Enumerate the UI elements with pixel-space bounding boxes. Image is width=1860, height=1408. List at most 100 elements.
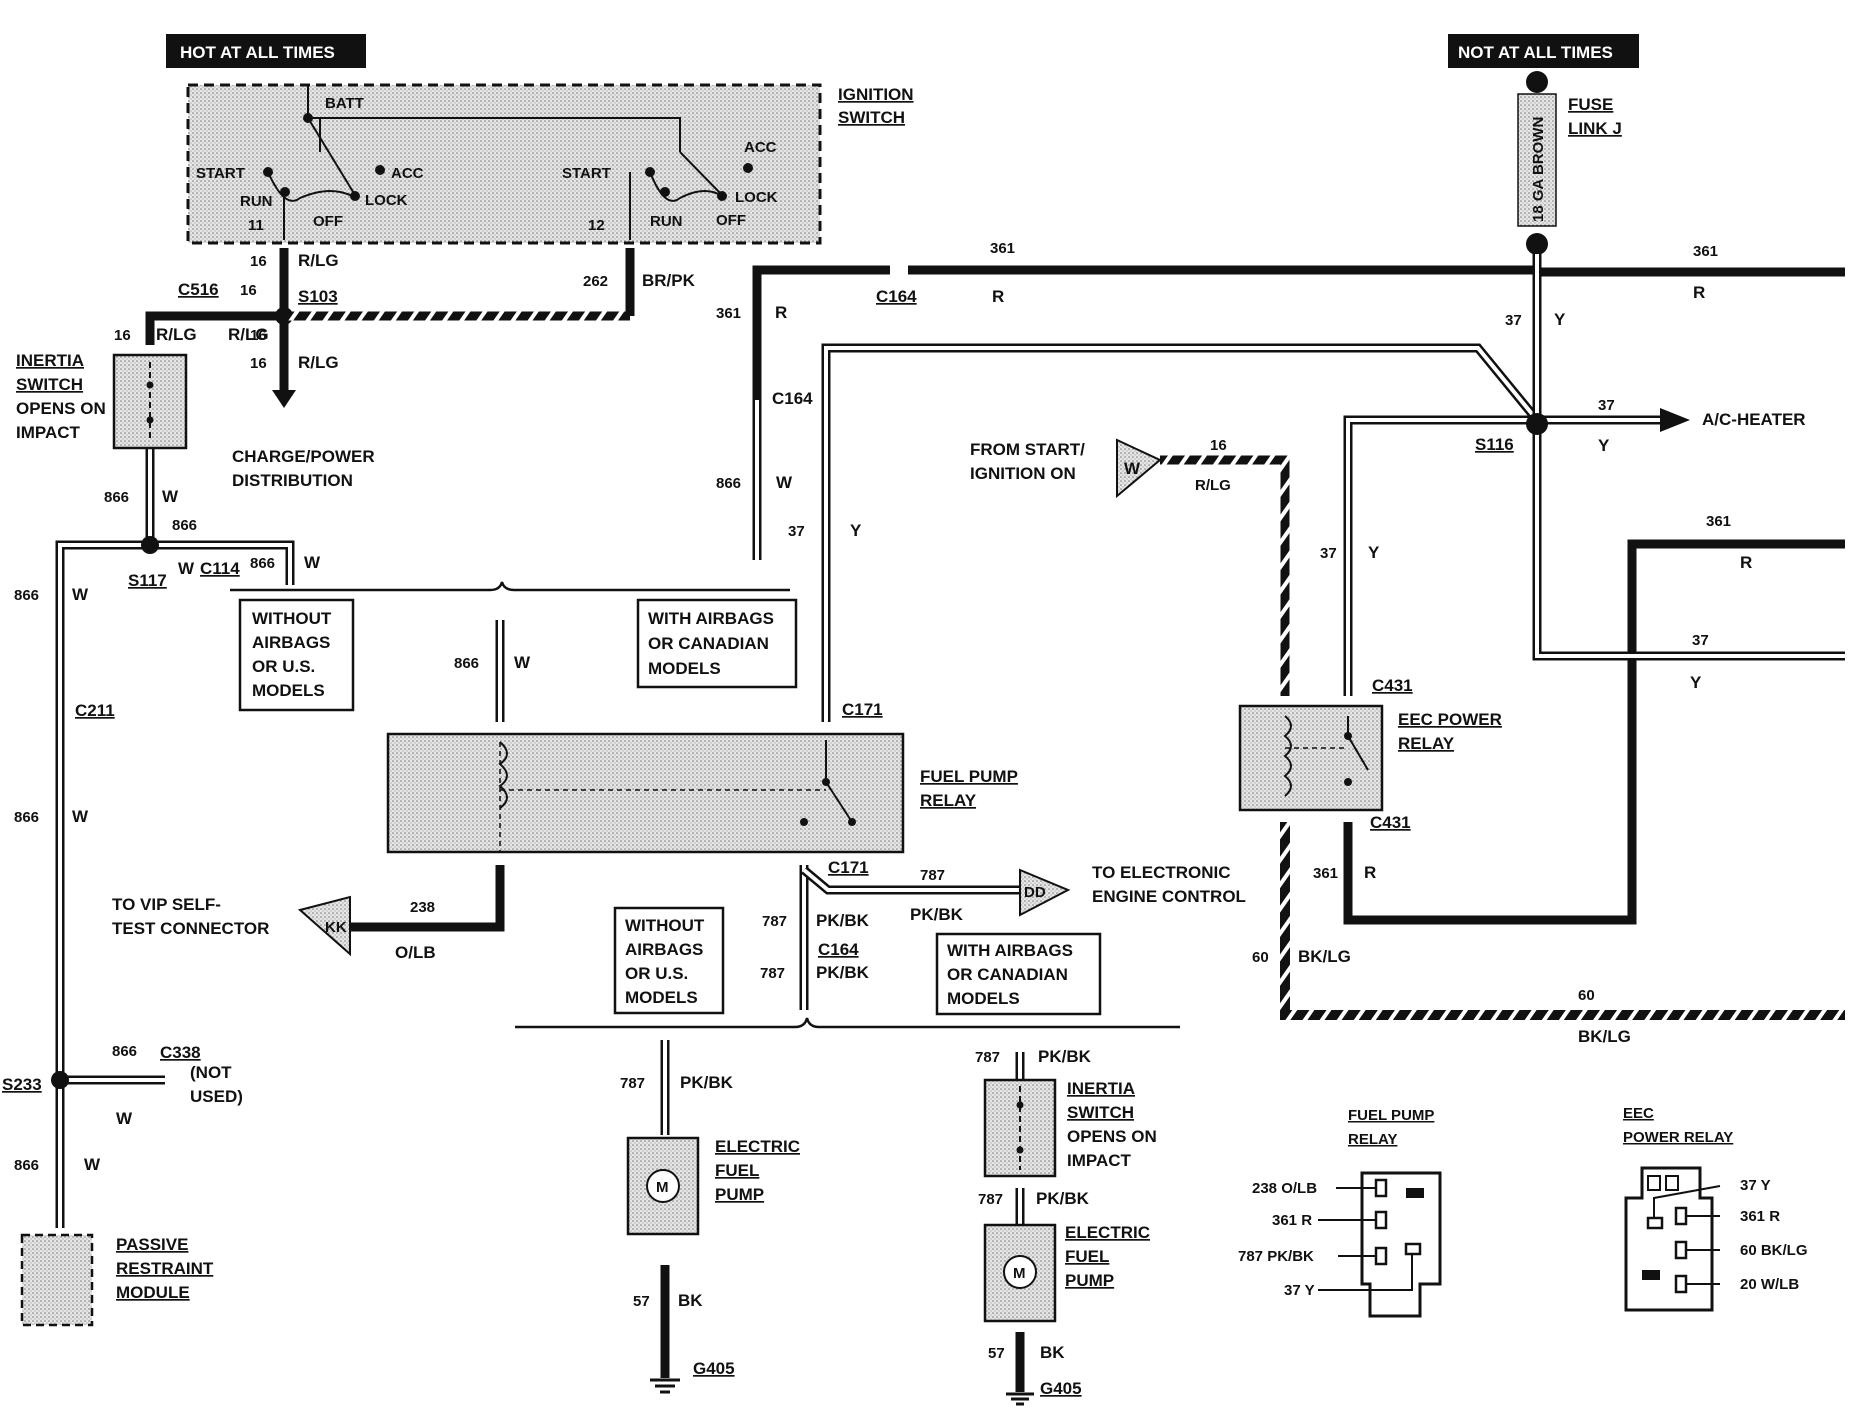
svg-text:W: W [162,487,179,506]
charge-power-label-1: CHARGE/POWER [232,447,375,466]
svg-text:LOCK: LOCK [735,189,778,206]
svg-text:W: W [776,473,793,492]
ignition-switch-label-1: IGNITION [838,85,914,104]
vip-connector-arrow: KK [297,895,351,957]
svg-text:WITHOUT: WITHOUT [252,609,332,628]
svg-text:37: 37 [1692,632,1709,649]
fuel-pump-2-label-1: ELECTRIC [1065,1223,1150,1242]
svg-text:787: 787 [620,1075,645,1092]
svg-text:OFF: OFF [313,213,343,230]
svg-text:LOCK: LOCK [365,192,408,209]
svg-text:BK: BK [1040,1343,1065,1362]
svg-text:Y: Y [1368,543,1380,562]
svg-text:S117: S117 [128,571,167,590]
svg-text:START: START [562,165,611,182]
pinout-fuel-pump-relay: FUEL PUMP RELAY 238 O/LB 361 R 787 PK/BK… [1238,1107,1442,1318]
svg-text:Y: Y [1690,673,1702,692]
inertia-switch-2-label-4: IMPACT [1067,1151,1132,1170]
svg-text:RUN: RUN [240,193,273,210]
svg-text:C211: C211 [75,701,115,720]
svg-text:DD: DD [1024,884,1046,901]
svg-text:866: 866 [104,489,129,506]
svg-text:Y: Y [1598,436,1610,455]
inertia-switch-2 [983,1078,1057,1178]
svg-text:R: R [1693,283,1705,302]
svg-text:787: 787 [920,867,945,884]
svg-text:57: 57 [633,1293,650,1310]
wire-57-bk [660,1265,1025,1392]
svg-text:W: W [1124,459,1141,478]
not-at-all-times-header: NOT AT ALL TIMES [1448,34,1639,68]
wire-16-rlg-from-start [1160,455,1290,696]
svg-text:37: 37 [1598,397,1615,414]
svg-text:PK/BK: PK/BK [816,911,870,930]
note-with-airbags-1: WITH AIRBAGS OR CANADIAN MODELS [636,598,798,689]
svg-text:361 R: 361 R [1740,1208,1780,1225]
svg-text:866: 866 [112,1043,137,1060]
svg-text:787 PK/BK: 787 PK/BK [1238,1248,1314,1265]
svg-text:787: 787 [760,965,785,982]
inertia-switch-2-label-2: SWITCH [1067,1103,1134,1122]
to-vip-label-1: TO VIP SELF- [112,895,221,914]
svg-text:20 W/LB: 20 W/LB [1740,1276,1799,1293]
fuel-pump-1-label-1: ELECTRIC [715,1137,800,1156]
svg-text:16: 16 [250,253,267,270]
svg-text:W: W [72,807,89,826]
svg-text:361: 361 [1706,513,1731,530]
svg-text:START: START [196,165,245,182]
note-with-airbags-2: WITH AIRBAGS OR CANADIAN MODELS [935,932,1102,1016]
svg-text:787: 787 [762,913,787,930]
ac-heater-label: A/C-HEATER [1702,410,1806,429]
svg-text:866: 866 [14,809,39,826]
fuse-link-label-2: LINK J [1568,119,1622,138]
svg-text:R: R [775,303,787,322]
svg-text:BK: BK [678,1291,703,1310]
fuel-pump-2-label-2: FUEL [1065,1247,1109,1266]
svg-text:866: 866 [14,1157,39,1174]
svg-text:37 Y: 37 Y [1740,1177,1771,1194]
pinout-eec-power-relay: EEC POWER RELAY 37 Y 361 R 60 BK/LG 20 W… [1623,1105,1808,1312]
svg-text:OR CANADIAN: OR CANADIAN [947,965,1068,984]
from-start-label-1: FROM START/ [970,440,1085,459]
svg-text:361 R: 361 R [1272,1212,1312,1229]
svg-text:MODELS: MODELS [625,988,698,1007]
electric-fuel-pump-1: M [626,1136,700,1236]
not-used-label-2: USED) [190,1087,243,1106]
svg-text:BATT: BATT [325,95,364,112]
wire-787-pkbk [660,865,1025,1225]
svg-text:C164: C164 [876,287,917,306]
svg-text:S233: S233 [2,1075,42,1094]
svg-text:361: 361 [990,240,1015,257]
svg-text:787: 787 [975,1049,1000,1066]
svg-text:W: W [84,1155,101,1174]
note-without-airbags-1: WITHOUT AIRBAGS OR U.S. MODELS [238,598,355,712]
inertia-switch-1-label-1: INERTIA [16,351,84,370]
svg-text:60 BK/LG: 60 BK/LG [1740,1242,1808,1259]
svg-text:W: W [72,585,89,604]
svg-text:PK/BK: PK/BK [1036,1189,1090,1208]
svg-text:WITH AIRBAGS: WITH AIRBAGS [947,941,1073,960]
svg-text:O/LB: O/LB [395,943,436,962]
svg-text:MODELS: MODELS [947,989,1020,1008]
svg-text:37: 37 [788,523,805,540]
wire-866-w [51,400,762,1228]
fuel-pump-relay-label-2: RELAY [920,791,977,810]
svg-text:KK: KK [325,919,347,936]
wire-238-olb [350,865,505,932]
svg-text:37: 37 [1320,545,1337,562]
fuse-link-j: 18 GA BROWN [1517,71,1557,255]
note-without-airbags-2: WITHOUT AIRBAGS OR U.S. MODELS [613,906,725,1015]
svg-text:37 Y: 37 Y [1284,1282,1315,1299]
svg-text:238 O/LB: 238 O/LB [1252,1180,1317,1197]
connector-labels: C516 S103 C164 C164 C164 S117 C114 C211 … [2,280,1514,1398]
svg-text:R/LG: R/LG [228,325,269,344]
svg-text:W: W [116,1109,133,1128]
svg-text:W: W [178,559,195,578]
svg-text:WITHOUT: WITHOUT [625,916,705,935]
svg-text:16: 16 [250,327,267,344]
inertia-switch-2-label-1: INERTIA [1067,1079,1135,1098]
svg-text:C171: C171 [828,858,869,877]
svg-text:18 GA BROWN: 18 GA BROWN [1530,117,1547,222]
fuel-pump-1-label-2: FUEL [715,1161,759,1180]
svg-text:361: 361 [716,305,741,322]
